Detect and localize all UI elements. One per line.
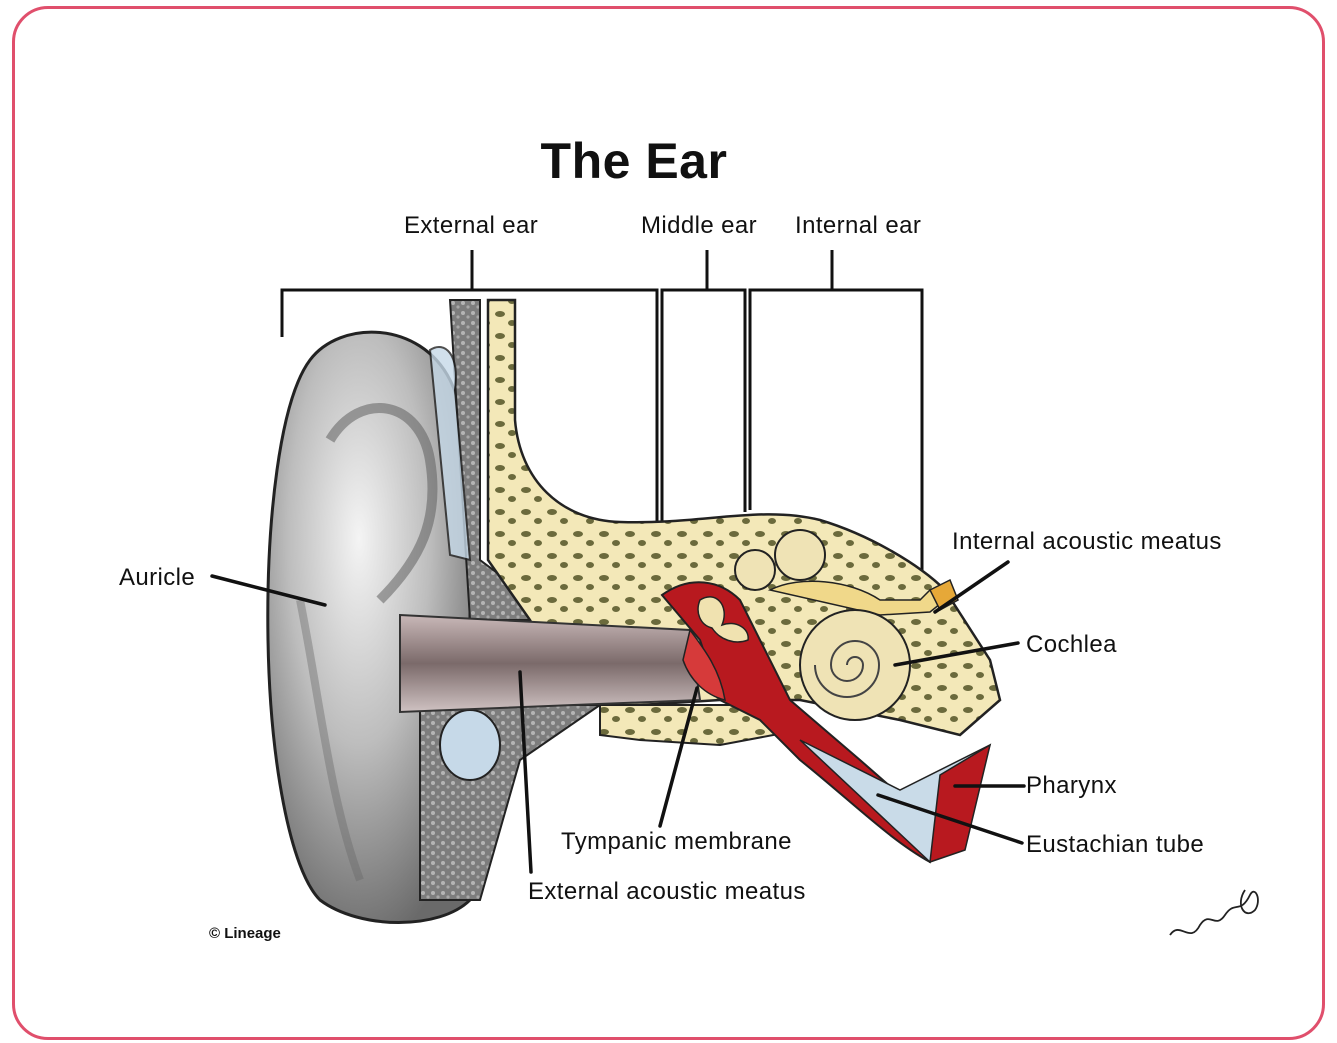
label-internal-acoustic-meatus: Internal acoustic meatus (952, 528, 1222, 556)
diagram-title: The Ear (0, 132, 1268, 190)
label-tympanic-membrane: Tympanic membrane (561, 828, 792, 856)
external-acoustic-canal (400, 615, 700, 712)
label-pharynx: Pharynx (1026, 772, 1117, 800)
label-auricle: Auricle (119, 564, 195, 592)
label-internal-ear: Internal ear (795, 212, 921, 240)
signature (1170, 890, 1258, 935)
label-middle-ear: Middle ear (641, 212, 757, 240)
label-eustachian-tube: Eustachian tube (1026, 831, 1204, 859)
copyright-notice: © Lineage (209, 925, 281, 942)
label-external-ear: External ear (404, 212, 538, 240)
label-external-acoustic-meatus: External acoustic meatus (528, 878, 806, 906)
label-cochlea: Cochlea (1026, 631, 1117, 659)
